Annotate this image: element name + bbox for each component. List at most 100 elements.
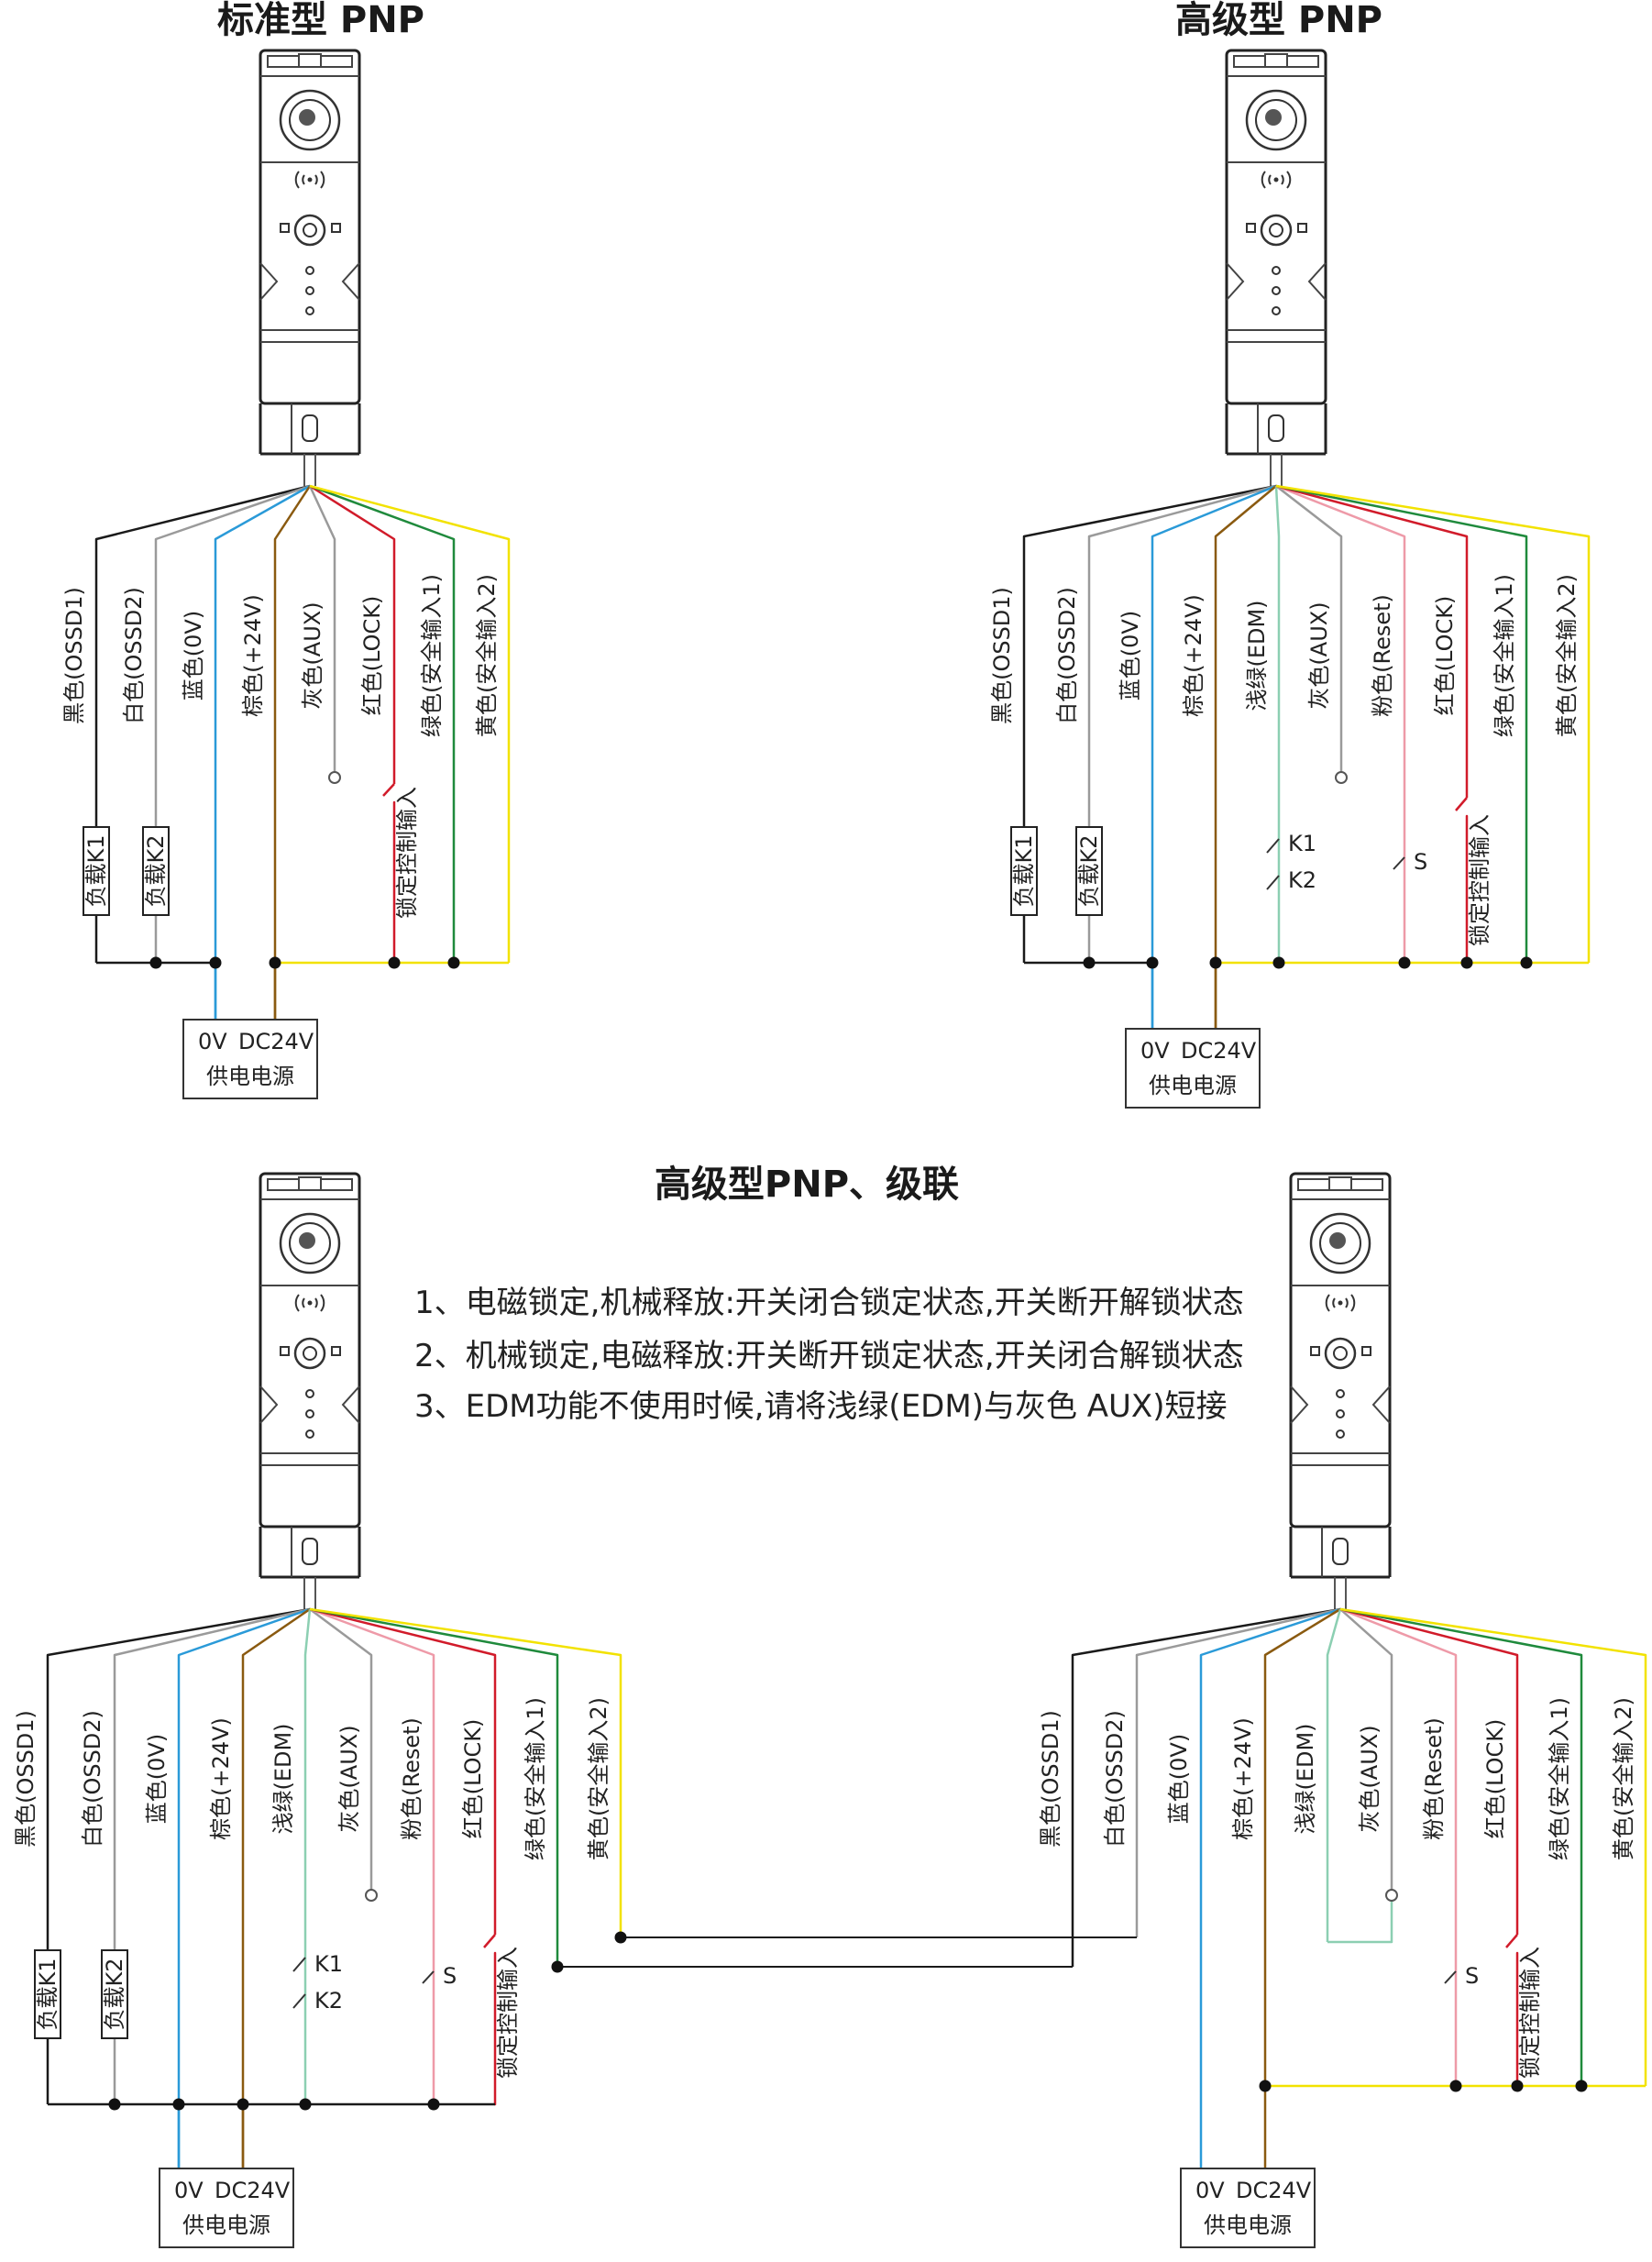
load-k2-box xyxy=(101,1949,128,2039)
note-3: 3、EDM功能不使用时候,请将浅绿(EDM)与灰色 AUX)短接 xyxy=(414,1388,1227,1425)
s-label: S xyxy=(1465,1963,1479,1989)
label-yellow: 黄色(安全输入2) xyxy=(474,574,500,737)
k2-blade xyxy=(292,1993,306,2009)
junction-dot xyxy=(1259,2080,1272,2092)
label-white: 白色(OSSD2) xyxy=(1054,587,1080,724)
psu-cascade-left-box xyxy=(159,2168,294,2248)
wire-blue xyxy=(214,484,311,1027)
junction-dot xyxy=(1209,956,1222,969)
load-k2: 负载K2 xyxy=(143,834,169,907)
label-pink: 粉色(Reset) xyxy=(1370,594,1395,717)
cascade-dot-yellow xyxy=(614,1931,627,1944)
lock-blade xyxy=(1505,1934,1518,1948)
psu-cascade-right-box xyxy=(1180,2168,1316,2248)
label-red: 红色(LOCK) xyxy=(359,596,385,716)
wire-yellow xyxy=(309,484,511,963)
s-blade xyxy=(1393,856,1405,870)
psu-advanced-box xyxy=(1125,1028,1261,1109)
wire-green xyxy=(309,484,456,963)
label-brown: 棕色(+24V) xyxy=(1230,1717,1256,1840)
junction-dot xyxy=(1146,956,1159,969)
k1-label: K1 xyxy=(1288,831,1316,856)
label-black: 黑色(OSSD1) xyxy=(1038,1710,1063,1848)
lock-control-label: 锁定控制输入 xyxy=(495,1947,521,2079)
lock-control-label: 锁定控制输入 xyxy=(1467,814,1492,946)
wire-brown xyxy=(273,485,312,1027)
junction-dot xyxy=(1511,2080,1524,2092)
load-k1-box xyxy=(34,1949,61,2039)
wire-gray xyxy=(1339,1608,1393,1891)
wire-blue xyxy=(1151,484,1277,1036)
wire-green xyxy=(1275,484,1528,963)
s-blade xyxy=(1444,1970,1457,1984)
label-yellow: 黄色(安全输入2) xyxy=(1611,1697,1636,1860)
k2-blade xyxy=(1266,875,1280,890)
wire-pink xyxy=(1339,1607,1458,2086)
junction-dot xyxy=(108,2098,121,2111)
lock-blade xyxy=(1455,797,1468,811)
wire-lightgreen xyxy=(303,1608,312,2104)
edm-aux-short xyxy=(1327,1901,1393,1944)
label-red: 红色(LOCK) xyxy=(460,1719,486,1839)
wire-gray xyxy=(309,1607,373,1891)
label-gray: 灰色(AUX) xyxy=(1306,601,1332,709)
device-cascade-left xyxy=(259,1172,361,1611)
label-gray: 灰色(AUX) xyxy=(300,601,325,709)
k2-label: K2 xyxy=(1288,867,1316,893)
wire-lightgreen xyxy=(1274,485,1281,963)
symbols-layer xyxy=(34,771,1588,2248)
k2-label: K2 xyxy=(314,1988,343,2014)
psu-cascade-left-0v: 0V xyxy=(174,2178,204,2203)
label-white: 白色(OSSD2) xyxy=(121,587,147,724)
junction-dot xyxy=(427,2098,440,2111)
psu-advanced-label: 供电电源 xyxy=(1149,1073,1237,1098)
label-black: 黑色(OSSD1) xyxy=(989,587,1015,724)
open-terminal xyxy=(1335,771,1348,784)
label-blue: 蓝色(0V) xyxy=(144,1734,170,1824)
label-pink: 粉色(Reset) xyxy=(1421,1717,1447,1840)
label-blue: 蓝色(0V) xyxy=(1118,611,1143,701)
label-red: 红色(LOCK) xyxy=(1482,1719,1508,1839)
wire-black xyxy=(1022,484,1277,963)
psu-advanced-0v: 0V xyxy=(1140,1038,1170,1064)
label-brown: 棕色(+24V) xyxy=(208,1717,234,1840)
device-advanced xyxy=(1225,49,1327,488)
junction-dot xyxy=(1460,956,1473,969)
s-label: S xyxy=(1414,849,1427,875)
wire-black xyxy=(1071,1607,1341,1967)
wire-blue xyxy=(177,1607,311,2173)
k1-blade xyxy=(292,1957,306,1972)
load-k1-box xyxy=(1010,826,1038,916)
wire-yellow xyxy=(309,1607,622,1937)
lock-blade xyxy=(382,783,395,797)
label-gray: 灰色(AUX) xyxy=(1357,1725,1382,1832)
label-brown: 棕色(+24V) xyxy=(240,594,266,717)
label-green: 绿色(安全输入1) xyxy=(1492,574,1517,737)
labels-layer: 黑色(OSSD1) 白色(OSSD2) 蓝色(0V) 棕色(+24V) 灰色(AUX) 红… xyxy=(13,574,1636,2238)
wire-red xyxy=(1339,1607,1519,1935)
title-advanced-cascade: 高级型PNP、级联 xyxy=(655,1164,959,1206)
load-k1: 负载K1 xyxy=(1011,834,1037,907)
label-brown: 棕色(+24V) xyxy=(1181,594,1206,717)
psu-cascade-right-dc24v: DC24V xyxy=(1236,2178,1312,2203)
load-k1: 负载K1 xyxy=(35,1958,61,2030)
s-label: S xyxy=(443,1963,457,1989)
wire-yellow xyxy=(1339,1607,1647,2086)
label-white: 白色(OSSD2) xyxy=(1102,1710,1128,1848)
label-yellow: 黄色(安全输入2) xyxy=(1554,574,1580,737)
junction-dot xyxy=(237,2098,249,2111)
load-k2: 负载K2 xyxy=(102,1958,127,2030)
label-green: 绿色(安全输入1) xyxy=(523,1697,548,1860)
label-blue: 蓝色(0V) xyxy=(1166,1734,1192,1824)
wire-white xyxy=(113,1607,311,2104)
label-black: 黑色(OSSD1) xyxy=(13,1710,39,1848)
load-k2-box xyxy=(1075,826,1103,916)
note-2: 2、机械锁定,电磁释放:开关断开锁定状态,开关闭合解锁状态 xyxy=(414,1338,1244,1374)
wire-brown xyxy=(1214,485,1277,1036)
label-lightgreen: 浅绿(EDM) xyxy=(1244,600,1270,711)
junction-dot xyxy=(299,2098,312,2111)
wire-brown xyxy=(241,1607,311,2173)
label-black: 黑色(OSSD1) xyxy=(61,587,87,724)
label-red: 红色(LOCK) xyxy=(1432,596,1458,716)
